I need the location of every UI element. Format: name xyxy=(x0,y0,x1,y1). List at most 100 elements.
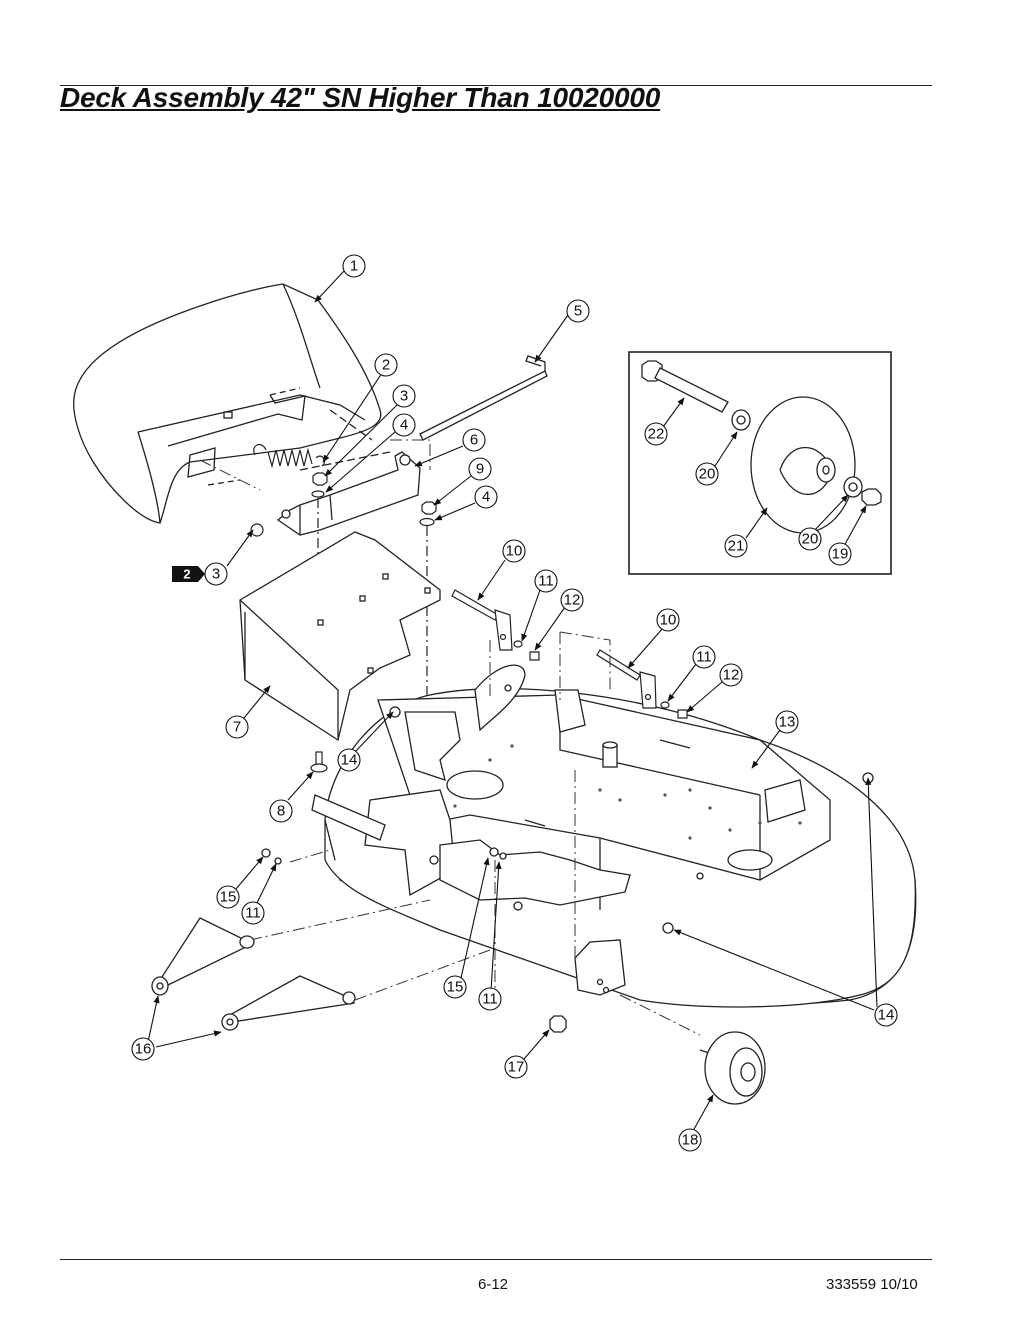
deflector-plate-drawing xyxy=(239,531,441,742)
callout-label: 20 xyxy=(699,466,716,483)
callout-15: 15 xyxy=(216,885,240,909)
callout-label: 4 xyxy=(482,489,490,506)
reference-badge-label: 2 xyxy=(183,567,190,582)
callout-11: 11 xyxy=(478,987,502,1011)
callout-label: 19 xyxy=(832,546,849,563)
callout-circle xyxy=(534,569,558,593)
callout-label: 7 xyxy=(233,719,241,736)
callout-6: 6 xyxy=(462,428,486,452)
callout-bubbles: 1233445678910101111111112121314141515161… xyxy=(131,254,898,1152)
pivot-bracket-drawing xyxy=(276,451,421,536)
callout-15: 15 xyxy=(443,975,467,999)
callout-label: 17 xyxy=(508,1059,525,1076)
callout-label: 10 xyxy=(506,543,523,560)
callout-circle xyxy=(462,428,486,452)
callout-1: 1 xyxy=(342,254,366,278)
callout-label: 14 xyxy=(341,752,358,769)
callout-label: 16 xyxy=(135,1041,152,1058)
callout-11: 11 xyxy=(534,569,558,593)
callout-8: 8 xyxy=(269,799,293,823)
callout-13: 13 xyxy=(775,710,799,734)
callout-circle xyxy=(269,799,293,823)
deck-housing-drawing xyxy=(261,664,917,1033)
callout-label: 4 xyxy=(400,417,408,434)
callout-12: 12 xyxy=(719,663,743,687)
callout-circle xyxy=(478,987,502,1011)
deck-hole-dots xyxy=(453,744,802,840)
callout-circle xyxy=(644,422,668,446)
gauge-wheel-drawing xyxy=(699,1031,766,1105)
callout-circle xyxy=(241,901,265,925)
page-number: 6-12 xyxy=(478,1276,509,1293)
document-reference: 333559 10/10 xyxy=(826,1276,918,1293)
callout-7: 7 xyxy=(225,715,249,739)
callout-label: 11 xyxy=(538,573,554,590)
callout-label: 12 xyxy=(564,592,581,609)
callout-circle xyxy=(443,975,467,999)
callout-label: 15 xyxy=(447,979,464,996)
callout-label: 11 xyxy=(245,905,261,922)
callout-circle xyxy=(724,534,748,558)
callout-10: 10 xyxy=(502,539,526,563)
callout-circle xyxy=(374,353,398,377)
inset-wheel-drawing xyxy=(641,360,882,534)
callout-20: 20 xyxy=(798,527,822,551)
callout-label: 2 xyxy=(382,357,390,374)
callout-20: 20 xyxy=(695,462,719,486)
callout-circle xyxy=(560,588,584,612)
callout-11: 11 xyxy=(692,645,716,669)
callout-circle xyxy=(392,384,416,408)
callout-circle xyxy=(566,299,590,323)
callout-9: 9 xyxy=(468,457,492,481)
callout-circle xyxy=(775,710,799,734)
discharge-chute-drawing xyxy=(73,283,391,524)
callout-label: 21 xyxy=(728,538,745,555)
callout-3: 3 xyxy=(204,562,228,586)
rod-drawing xyxy=(419,355,548,441)
callout-label: 11 xyxy=(482,991,498,1008)
header-rule xyxy=(60,85,932,86)
callout-leaders xyxy=(147,269,878,1132)
callout-label: 12 xyxy=(723,667,740,684)
callout-label: 5 xyxy=(574,303,582,320)
callout-16: 16 xyxy=(131,1037,155,1061)
callout-17: 17 xyxy=(504,1055,528,1079)
callout-2: 2 xyxy=(374,353,398,377)
callout-4: 4 xyxy=(474,485,498,509)
callout-18: 18 xyxy=(678,1128,702,1152)
callout-10: 10 xyxy=(656,608,680,632)
callout-circle xyxy=(131,1037,155,1061)
callout-label: 14 xyxy=(878,1007,895,1024)
callout-label: 3 xyxy=(400,388,408,405)
callout-circle xyxy=(337,748,361,772)
callout-circle xyxy=(798,527,822,551)
callout-12: 12 xyxy=(560,588,584,612)
callout-circle xyxy=(695,462,719,486)
callout-circle xyxy=(225,715,249,739)
callout-label: 22 xyxy=(648,426,665,443)
callout-5: 5 xyxy=(566,299,590,323)
reference-badge: 2 xyxy=(172,566,205,582)
callout-circle xyxy=(204,562,228,586)
callout-label: 8 xyxy=(277,803,285,820)
lift-links-drawing xyxy=(451,589,688,719)
callout-label: 1 xyxy=(350,258,358,275)
callout-circle xyxy=(874,1003,898,1027)
callout-label: 9 xyxy=(476,461,484,478)
callout-label: 6 xyxy=(470,432,478,449)
callout-label: 13 xyxy=(779,714,796,731)
callout-4: 4 xyxy=(392,413,416,437)
callout-19: 19 xyxy=(828,542,852,566)
inset-box xyxy=(628,351,892,575)
callout-circle xyxy=(692,645,716,669)
callout-21: 21 xyxy=(724,534,748,558)
callout-label: 20 xyxy=(802,531,819,548)
callout-label: 18 xyxy=(682,1132,699,1149)
callout-11: 11 xyxy=(241,901,265,925)
callout-label: 11 xyxy=(696,649,712,666)
callout-circle xyxy=(656,608,680,632)
callout-circle xyxy=(216,885,240,909)
callout-circle xyxy=(719,663,743,687)
callout-3: 3 xyxy=(392,384,416,408)
